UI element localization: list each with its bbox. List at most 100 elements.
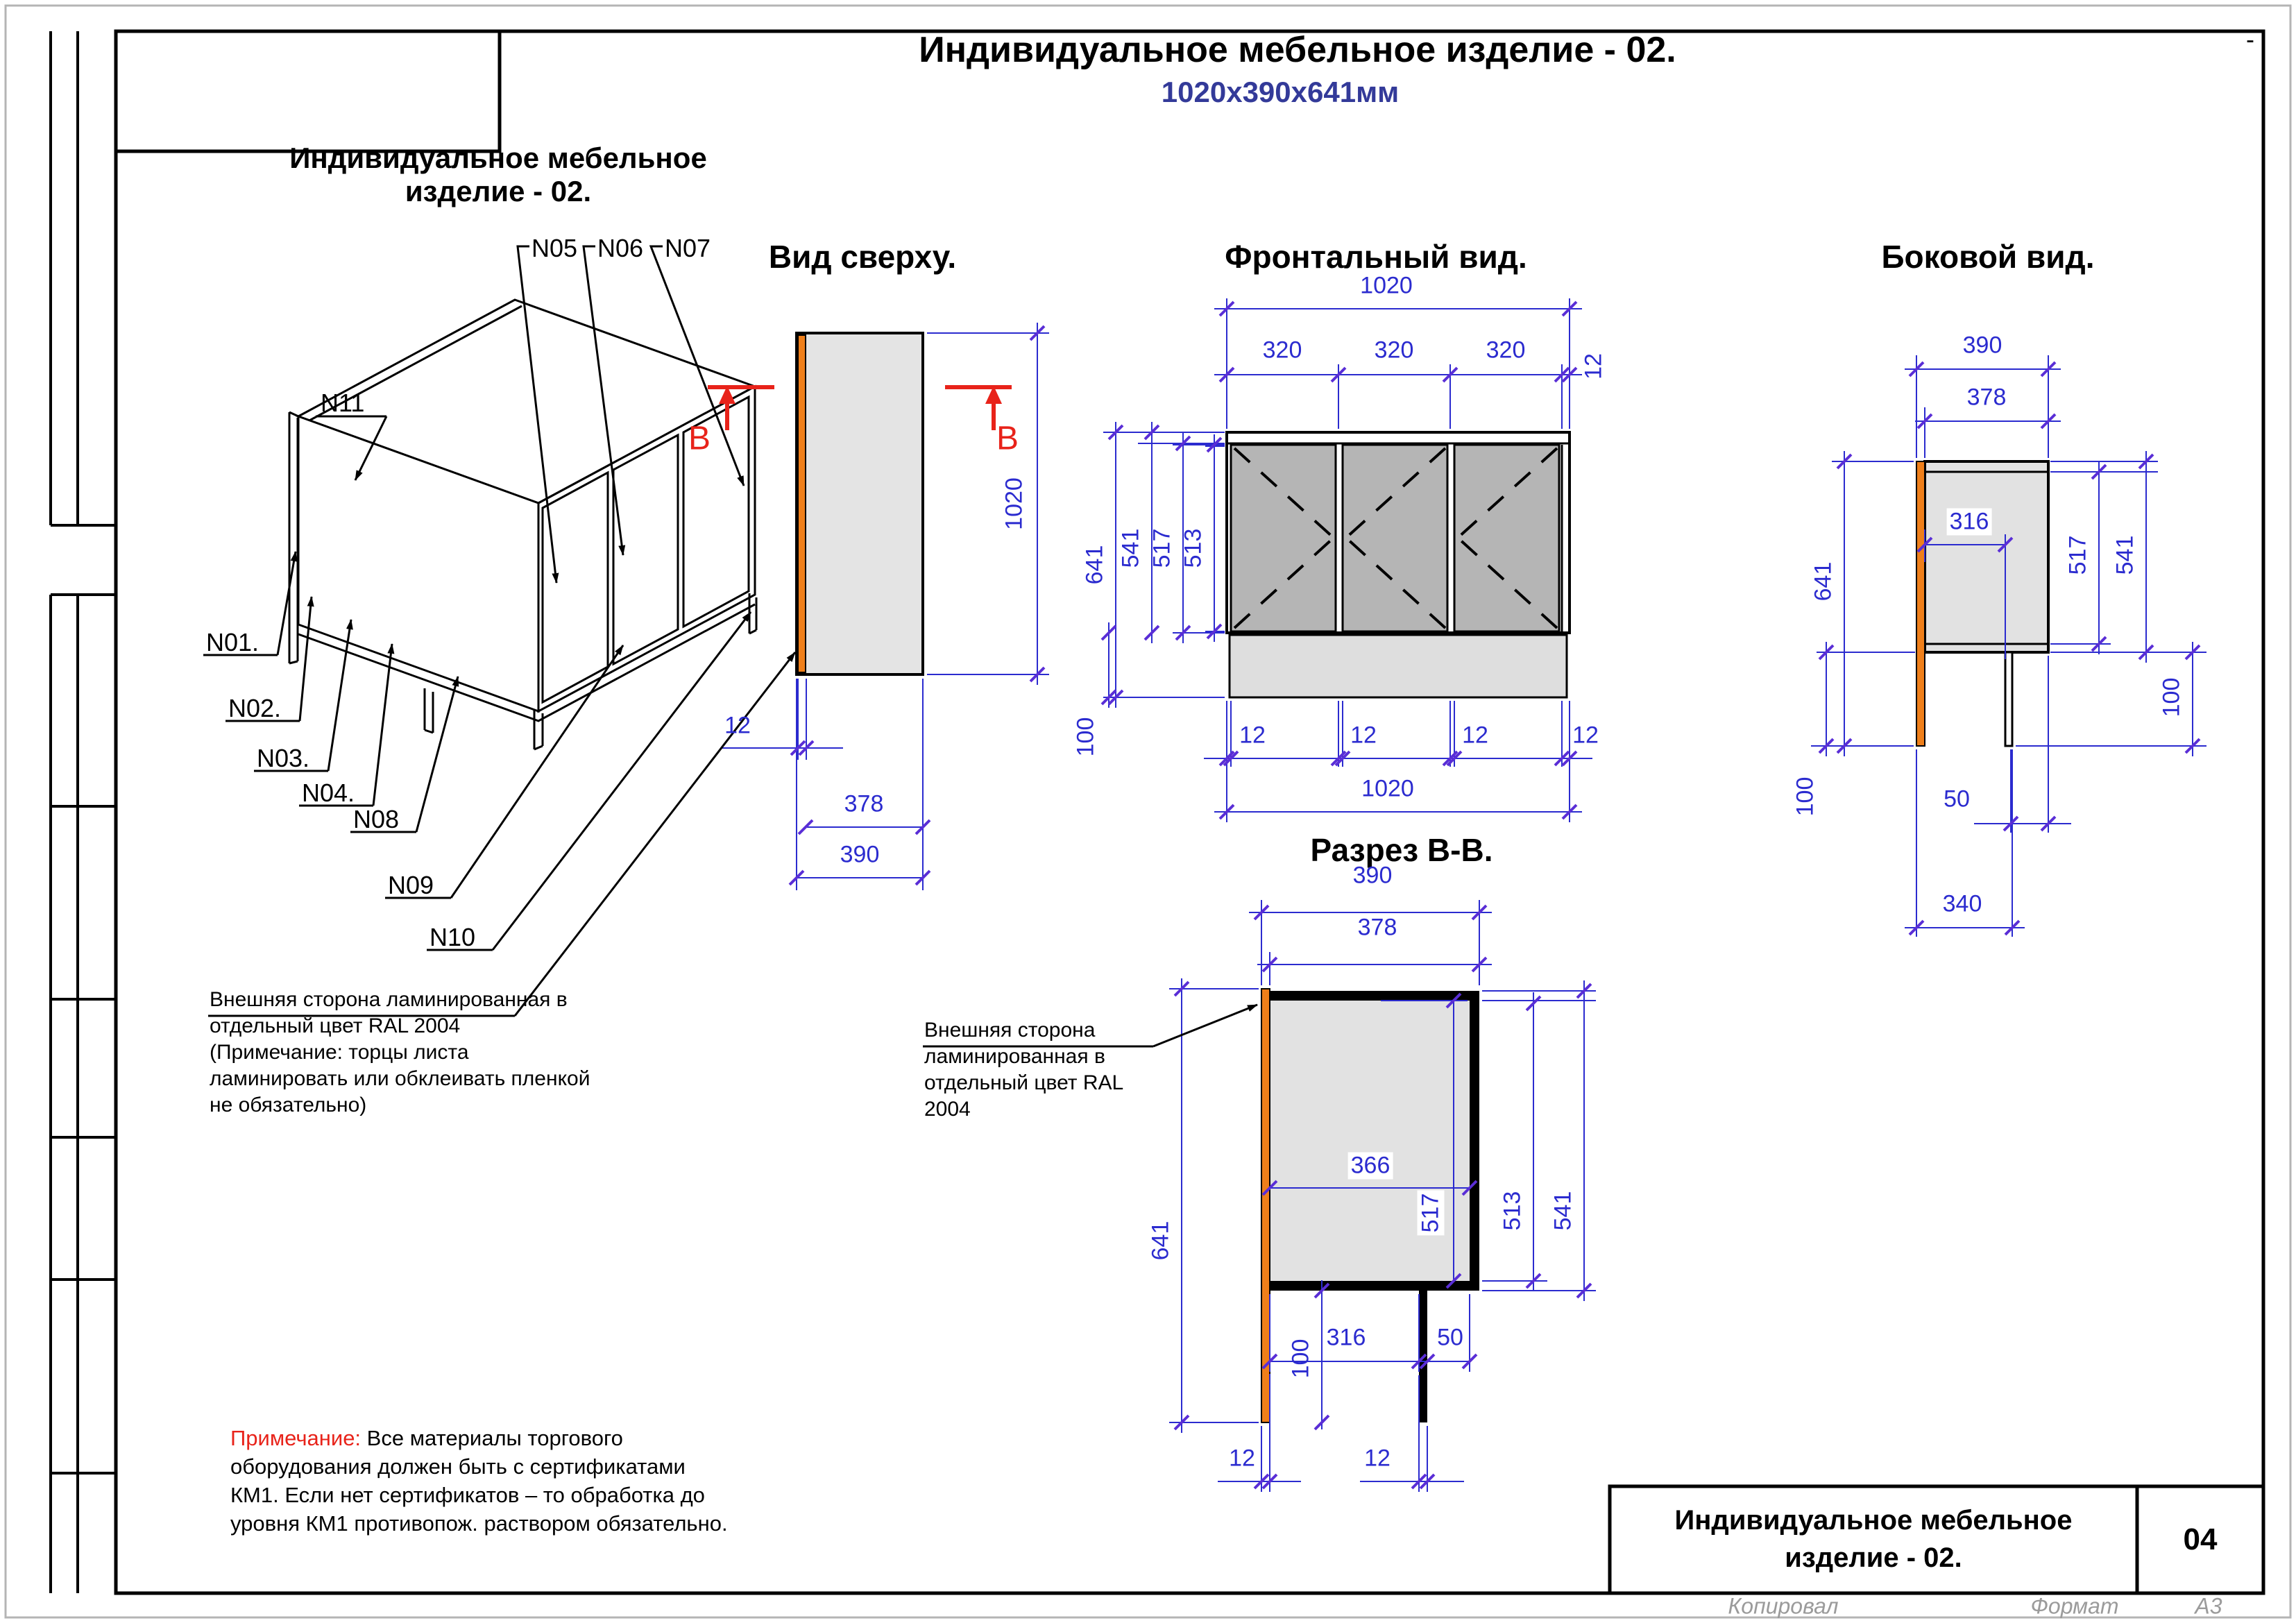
title-block-product: Индивидуальное мебельное изделие - 02.	[1617, 1502, 2130, 1577]
note1-line2: отдельный цвет RAL 2004	[210, 1014, 461, 1037]
part-label-n09: N09	[388, 871, 434, 899]
dim-sec-50: 50	[1437, 1324, 1463, 1351]
note3-line2: оборудования должен быть с сертификатами	[230, 1454, 686, 1479]
section-view	[923, 900, 1596, 1492]
laminated-edge-top-view	[797, 334, 806, 673]
dim-front-320-1: 320	[1262, 337, 1302, 364]
dim-front-320-2: 320	[1374, 337, 1414, 364]
laminated-edge-section	[1261, 988, 1270, 1423]
part-label-n07: N07	[665, 234, 711, 262]
footer-format-value: А3	[2195, 1593, 2222, 1619]
part-label-n02: N02.	[228, 694, 282, 722]
note-laminated-side: Внешняя сторона ламинированная в отдельн…	[210, 987, 590, 1119]
isometric-view	[288, 298, 758, 751]
dim-top-1020: 1020	[1001, 477, 1028, 530]
note2-line2: ламинированная в	[924, 1045, 1105, 1068]
footer-format-label: Формат	[2030, 1593, 2119, 1619]
front-view	[1100, 298, 1592, 822]
dim-sec-366: 366	[1347, 1152, 1393, 1180]
section-letter-right: В	[996, 420, 1019, 457]
note1-line5: не обязательно)	[210, 1094, 367, 1116]
dim-top-390: 390	[840, 841, 880, 868]
dim-sec-378: 378	[1357, 914, 1397, 941]
note2-line1: Внешняя сторона	[924, 1019, 1096, 1042]
part-label-n11: N11	[321, 389, 365, 417]
corner-dash: -	[2246, 25, 2254, 53]
side-view	[1811, 355, 2206, 937]
iso-heading-1: Индивидуальное мебельное	[289, 142, 707, 174]
section-marks	[708, 385, 1012, 430]
dim-sec-390: 390	[1352, 862, 1393, 889]
note3-line1-text: Все материалы торгового	[361, 1426, 623, 1450]
dim-front-12-b3: 12	[1462, 722, 1488, 749]
sheet-frame	[4, 4, 2292, 1619]
iso-heading-2: изделие - 02.	[405, 175, 592, 207]
dim-front-641: 641	[1081, 545, 1108, 585]
dim-side-378: 378	[1966, 384, 2007, 411]
dim-front-12-right: 12	[1580, 353, 1607, 380]
note1-line3: (Примечание: торцы листа	[210, 1041, 469, 1064]
note1-line4: ламинировать или обклеивать пленкой	[210, 1067, 590, 1090]
dim-side-517: 517	[2064, 535, 2091, 575]
dim-sec-541: 541	[1549, 1191, 1576, 1231]
dim-side-340: 340	[1942, 890, 1982, 917]
note1-line1: Внешняя сторона ламинированная в	[210, 988, 568, 1011]
dim-sec-12-left: 12	[1229, 1445, 1255, 1472]
page-title: Индивидуальное мебельное изделие - 02.	[919, 30, 1676, 70]
part-label-n03: N03.	[257, 744, 310, 772]
dim-sec-517: 517	[1417, 1190, 1445, 1236]
part-label-n08: N08	[353, 805, 400, 833]
section-view-title: Разрез В-В.	[1310, 832, 1493, 868]
dim-side-390: 390	[1962, 332, 2002, 359]
dim-front-12-b1: 12	[1239, 722, 1266, 749]
part-label-n06: N06	[597, 234, 644, 262]
note-fire-certificates: Примечание: Все материалы торгового обор…	[230, 1424, 728, 1538]
dim-front-1020-top: 1020	[1360, 272, 1413, 299]
top-view	[208, 323, 1049, 1017]
laminated-edge-side-view	[1916, 461, 1925, 747]
part-label-n04: N04.	[302, 779, 355, 807]
dim-sec-100: 100	[1287, 1339, 1314, 1379]
iso-leaders	[203, 245, 751, 951]
dim-front-541: 541	[1117, 528, 1144, 568]
sheet-number: 04	[2183, 1522, 2218, 1556]
dim-front-320-3: 320	[1486, 337, 1526, 364]
dim-side-100-left: 100	[1792, 776, 1819, 817]
dim-sec-641: 641	[1147, 1221, 1174, 1261]
dim-side-100-right: 100	[2158, 677, 2185, 717]
part-label-n01: N01.	[206, 628, 260, 656]
dim-top-12: 12	[724, 712, 751, 739]
dim-sec-513: 513	[1499, 1191, 1526, 1231]
dim-front-1020-bottom: 1020	[1361, 775, 1414, 802]
title-block-product-line1: Индивидуальное мебельное	[1674, 1505, 2073, 1536]
title-block-product-line2: изделие - 02.	[1785, 1543, 1962, 1573]
dim-front-513: 513	[1180, 528, 1207, 568]
dim-front-100: 100	[1072, 717, 1099, 757]
dim-sec-316: 316	[1326, 1324, 1366, 1351]
note3-label: Примечание:	[230, 1426, 362, 1450]
dim-front-12-b2: 12	[1350, 722, 1377, 749]
note3-line4: уровня КМ1 противопож. раствором обязате…	[230, 1511, 728, 1536]
dim-front-12-b4: 12	[1572, 722, 1599, 749]
note3-line3: КМ1. Если нет сертификатов – то обработк…	[230, 1483, 705, 1507]
top-view-title: Вид сверху.	[768, 239, 957, 275]
part-label-n10: N10	[430, 923, 476, 951]
dim-side-50: 50	[1944, 785, 1970, 813]
dim-top-378: 378	[844, 790, 884, 817]
part-label-n05: N05	[532, 234, 578, 262]
note2-line3: отдельный цвет RAL	[924, 1071, 1124, 1094]
dim-side-541: 541	[2111, 535, 2138, 575]
note2-line4: 2004	[924, 1098, 971, 1121]
page-subtitle: 1020х390х641мм	[1161, 76, 1400, 108]
dim-side-316: 316	[1946, 508, 1992, 536]
footer-copied-label: Копировал	[1728, 1593, 1839, 1619]
dim-side-641: 641	[1810, 561, 1837, 602]
front-view-title: Фронтальный вид.	[1225, 239, 1527, 275]
dim-sec-12-mid: 12	[1364, 1445, 1391, 1472]
note3-line1: Примечание: Все материалы торгового	[230, 1424, 728, 1452]
note-laminated-section: Внешняя сторона ламинированная в отдельн…	[924, 1017, 1123, 1123]
dim-front-517: 517	[1148, 528, 1175, 568]
side-view-title: Боковой вид.	[1881, 239, 2095, 275]
